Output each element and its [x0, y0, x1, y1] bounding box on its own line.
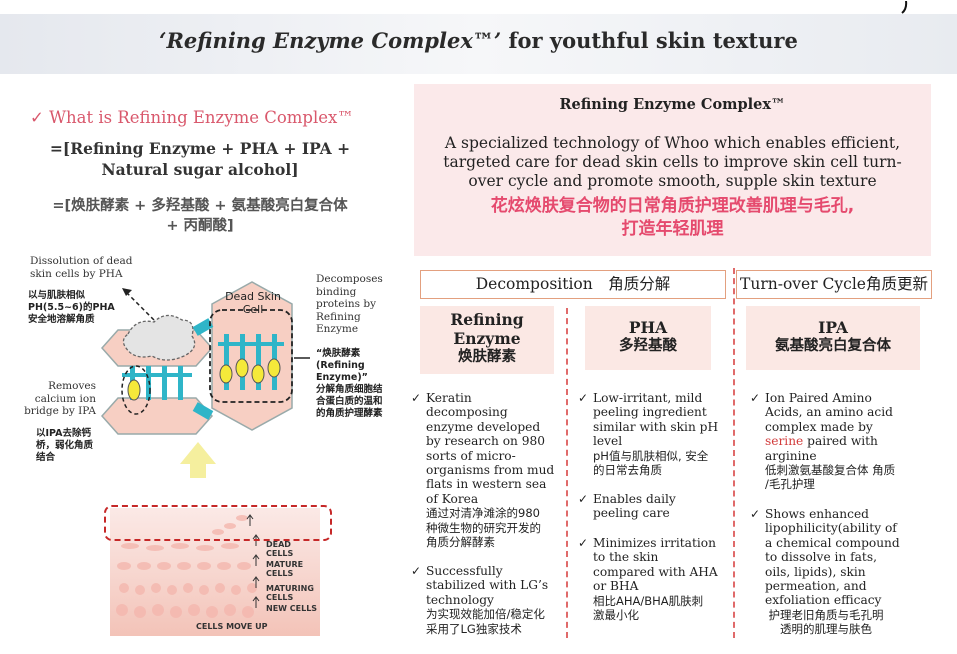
check-icon: ✓ — [411, 564, 422, 578]
layer-new-cells: NEW CELLS — [266, 604, 318, 613]
ipa-label: Removes calcium ion bridge by IPA — [24, 380, 96, 417]
panel-title: Refining Enzyme Complex™ — [559, 96, 786, 113]
layer-dead-cells: DEAD CELLS — [266, 540, 294, 558]
layer-mature-cells: MATURE CELLS — [266, 560, 304, 578]
card-ipa: IPA 氨基酸亮白复合体 — [746, 306, 920, 370]
check-icon: ✓ — [578, 492, 589, 506]
check-icon: ✓ — [411, 391, 422, 405]
layer-cells-move-up: CELLS MOVE UP — [196, 622, 268, 631]
formula-en-line1: =[Refining Enzyme + PHA + IPA + — [49, 139, 351, 158]
check-icon: ✓ — [578, 391, 589, 405]
formula-chinese: =[焕肤酵素 + 多羟基酸 + 氨基酸亮白复合体 + 丙酮酸] — [40, 196, 360, 236]
corner-mark-icon — [898, 0, 912, 14]
enzyme-mechanism-illustration — [100, 281, 310, 478]
card-pha: PHA 多羟基酸 — [585, 306, 711, 370]
page-title: ‘Refining Enzyme Complex™’ for youthful … — [0, 28, 957, 53]
panel-description: A specialized technology of Whoo which e… — [443, 134, 902, 190]
pha-label: Dissolution of dead skin cells by PHA — [30, 255, 133, 280]
column-divider-1 — [566, 308, 568, 638]
page-title-rest: for youthful skin texture — [501, 28, 798, 53]
what-is-heading: ✓ What is Refining Enzyme Complex™ — [30, 108, 354, 127]
enzyme-cn-label: “焕肤酵素 (Refining Enzyme)” 分解角质细胞结 合蛋白质的温和… — [316, 348, 383, 419]
skin-cells-pattern — [116, 514, 260, 618]
skin-layers-illustration: DEAD CELLS MATURE CELLS MATURING CELLS N… — [110, 508, 320, 636]
page-title-italic: ‘Refining Enzyme Complex™’ — [159, 28, 502, 53]
decomposition-header: Decomposition 角质分解 — [420, 270, 726, 299]
dead-skin-cell-label: Dead Skin Cell — [225, 290, 281, 316]
check-icon: ✓ — [750, 507, 761, 521]
ipa-bullet-1: ✓ Ion Paired Amino Acids, an amino acid … — [750, 391, 896, 492]
ipa-cn-label: 以IPA去除钙 桥，弱化角质 结合 — [36, 428, 94, 463]
check-icon: ✓ — [578, 536, 589, 550]
formula-cn-line2: + 丙酮酸] — [166, 218, 234, 234]
column-divider-2 — [733, 268, 735, 638]
pha-cn-label: 以与肌肤相似 PH(5.5~6)的PHA 安全地溶解角质 — [28, 290, 115, 325]
serine-highlight: serine — [765, 434, 804, 449]
card-refining-enzyme: Refining Enzyme 焕肤酵素 — [420, 306, 554, 374]
dead-cells-highlight — [104, 505, 332, 541]
panel-chinese-summary: 花炫焕肤复合物的日常角质护理改善肌理与毛孔, 打造年轻肌理 — [490, 196, 855, 239]
header-banner — [0, 14, 957, 74]
layer-maturing-cells: MATURING CELLS — [266, 584, 314, 602]
formula-en-line2: Natural sugar alcohol] — [101, 160, 299, 179]
definition-panel — [414, 84, 931, 256]
formula-english: =[Refining Enzyme + PHA + IPA + Natural … — [40, 138, 360, 180]
turnover-header: Turn-over Cycle角质更新 — [736, 270, 932, 299]
formula-cn-line1: =[焕肤酵素 + 多羟基酸 + 氨基酸亮白复合体 — [52, 198, 348, 214]
enzyme-label: Decomposes binding proteins by Refining … — [316, 273, 383, 335]
check-icon: ✓ — [750, 391, 761, 405]
